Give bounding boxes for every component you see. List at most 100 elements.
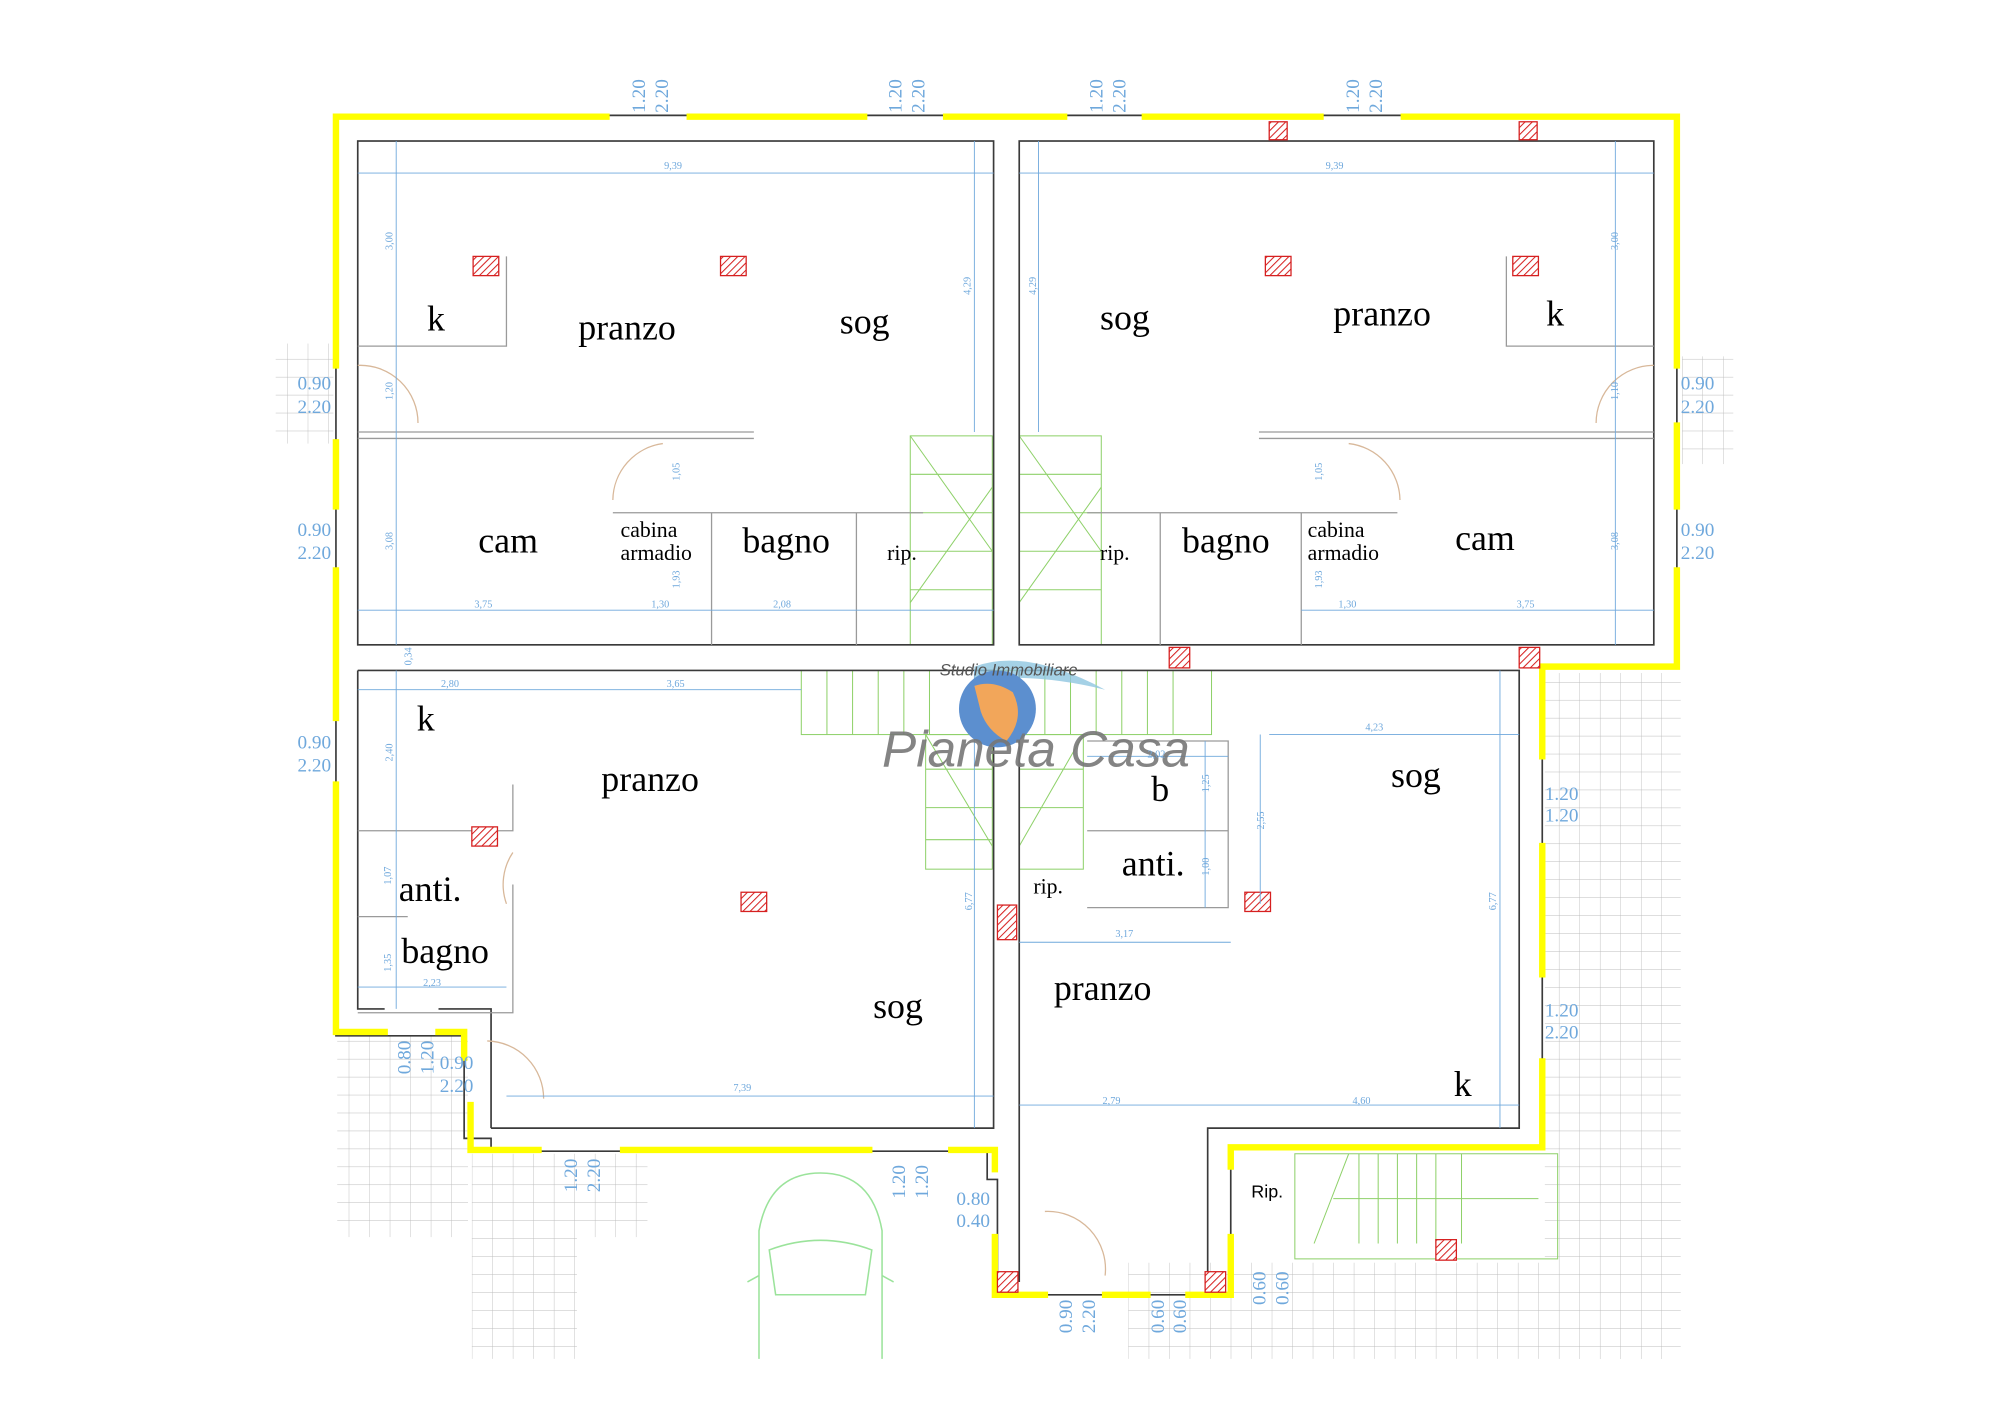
watermark-brand: Pianeta Casa — [882, 721, 1190, 778]
dimension-label: 1,93 — [1314, 570, 1325, 588]
dimension-label: 2,79 — [1103, 1096, 1121, 1107]
opening-width: 0.90 — [297, 520, 331, 541]
opening-width: 0.60 — [1249, 1271, 1270, 1305]
dimension-label: 1,25 — [1201, 774, 1212, 792]
room-label: bagno — [1182, 521, 1270, 561]
dimension-label: 1,20 — [384, 382, 395, 400]
dimension-label: 3,65 — [667, 679, 685, 690]
room-label: pranzo — [1333, 294, 1431, 334]
dimension-label: 4,29 — [1028, 277, 1039, 295]
opening-height: 0.60 — [1272, 1271, 1293, 1305]
lower-left-unit: k pranzo anti. bagno sog — [399, 699, 923, 1026]
opening-width: 1.20 — [1087, 79, 1108, 113]
room-label: cabina — [621, 518, 678, 542]
opening-width: 0.90 — [1681, 374, 1715, 395]
room-label: sog — [873, 986, 923, 1026]
opening-width: 1.20 — [1545, 1001, 1579, 1022]
dimension-label: 1,05 — [1314, 463, 1325, 481]
opening-width: 0.90 — [297, 374, 331, 395]
opening-height: 2.20 — [1545, 1022, 1579, 1043]
opening-height: 1.20 — [912, 1165, 933, 1199]
watermark-tagline: Studio Immobiliare — [940, 661, 1078, 680]
dimension-label: 6,77 — [964, 892, 975, 910]
opening-height: 2.20 — [297, 543, 331, 564]
room-label: rip. — [1100, 541, 1130, 565]
opening-width: 0.90 — [1056, 1300, 1077, 1334]
opening-height: 2.20 — [297, 756, 331, 777]
room-label: cabina — [1308, 518, 1365, 542]
room-label: pranzo — [578, 308, 676, 348]
room-label: cam — [478, 521, 538, 561]
opening-height: 2.20 — [1110, 79, 1131, 113]
dimension-label: 2,23 — [423, 978, 441, 989]
room-label: k — [1546, 294, 1564, 334]
opening-height: 2.20 — [652, 79, 673, 113]
opening-height: 2.20 — [440, 1076, 474, 1097]
room-label: sog — [1100, 297, 1150, 337]
dimension-label: 9,39 — [664, 161, 682, 172]
dimension-label: 6,77 — [1488, 892, 1499, 910]
room-label: rip. — [887, 541, 917, 565]
opening-width: 1.20 — [629, 79, 650, 113]
room-label: armadio — [621, 541, 692, 565]
dimension-label: 1,07 — [383, 867, 394, 885]
room-label: anti. — [399, 869, 462, 909]
dimension-label: 3,00 — [384, 232, 395, 250]
room-label: pranzo — [1054, 968, 1152, 1008]
room-label: k — [1454, 1064, 1472, 1104]
opening-width: 1.20 — [1545, 784, 1579, 805]
dimension-label: 1,35 — [383, 954, 394, 972]
lower-right-unit: b sog anti. rip. pranzo k Rip. — [1033, 755, 1471, 1201]
room-label: armadio — [1308, 541, 1379, 565]
opening-labels: 1.20 2.20 1.20 2.20 1.20 2.20 1.20 2.20 … — [297, 79, 1714, 1333]
room-label: sog — [840, 301, 890, 341]
dimension-label: 1,00 — [1201, 858, 1212, 876]
dimension-label: 2,55 — [1256, 811, 1267, 829]
dimension-label: 1,10 — [1610, 382, 1621, 400]
opening-height: 2.20 — [908, 79, 929, 113]
dimension-label: 2,02 — [1147, 750, 1165, 761]
opening-height: 1.20 — [1545, 806, 1579, 827]
room-label: bagno — [742, 521, 830, 561]
opening-height: 2.20 — [1366, 79, 1387, 113]
dimension-label: 7,39 — [733, 1083, 751, 1094]
dimension-label: 3,75 — [1517, 600, 1535, 611]
opening-width: 1.20 — [1343, 79, 1364, 113]
room-label: sog — [1391, 755, 1441, 795]
room-label: k — [427, 299, 445, 339]
room-label: cam — [1455, 518, 1515, 558]
opening-width: 1.20 — [885, 79, 906, 113]
dimension-label: 3,08 — [1610, 532, 1621, 550]
opening-height: 2.20 — [584, 1159, 605, 1193]
car-outline — [747, 1172, 894, 1359]
room-label: k — [417, 699, 435, 739]
opening-height: 2.20 — [1681, 397, 1715, 418]
exterior-walls — [332, 113, 1681, 1298]
chimney-flues — [471, 121, 1541, 1293]
doors — [357, 364, 1654, 1276]
dimension-label: 2,08 — [773, 600, 791, 611]
room-label: bagno — [401, 931, 489, 971]
opening-width: 0.90 — [440, 1053, 474, 1074]
dimension-label: 2,40 — [384, 744, 395, 762]
dimension-label: 4,23 — [1365, 723, 1383, 734]
dimension-label: 1,30 — [1338, 600, 1356, 611]
opening-width: 0.60 — [1148, 1300, 1169, 1334]
opening-width: 0.90 — [1681, 520, 1715, 541]
opening-width: 1.20 — [561, 1159, 582, 1193]
dimension-label: 4,29 — [963, 277, 974, 295]
opening-height: 0.60 — [1170, 1300, 1191, 1334]
dimension-label: 1,93 — [672, 570, 683, 588]
dimension-label: 3,17 — [1115, 929, 1133, 940]
opening-width: 0.80 — [394, 1041, 415, 1075]
dimension-label: 3,08 — [384, 532, 395, 550]
upper-right-unit: sog pranzo k rip. bagno cabina armadio c… — [1100, 294, 1564, 566]
opening-width: 0.80 — [956, 1189, 990, 1210]
dimension-labels: 9,39 9,39 3,00 4,29 4,29 3,00 1,20 1,10 … — [383, 161, 1621, 1107]
dimension-label: 3,75 — [474, 600, 492, 611]
opening-width: 1.20 — [889, 1165, 910, 1199]
room-label: rip. — [1033, 875, 1063, 899]
opening-height: 1.20 — [417, 1041, 438, 1075]
dimension-label: 3,00 — [1610, 232, 1621, 250]
